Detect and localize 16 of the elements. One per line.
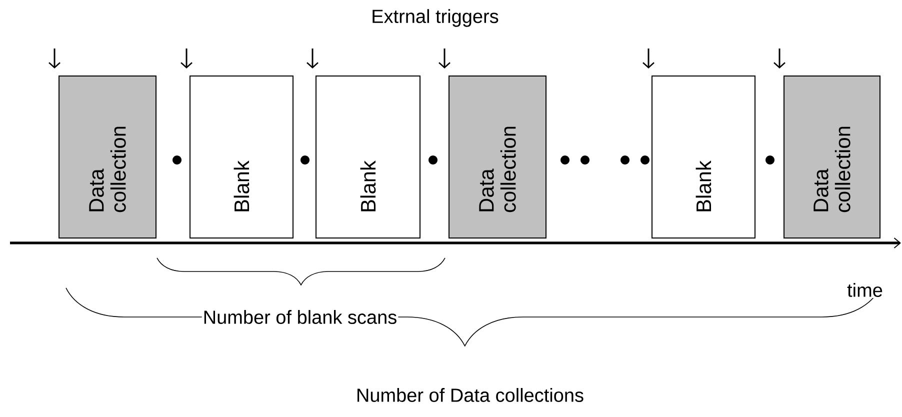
data-collection-box: Data collection: [448, 76, 546, 238]
trigger-arrow: [306, 48, 318, 68]
trigger-arrow: [642, 48, 654, 68]
trigger-arrow: [180, 48, 192, 68]
brace-label: Number of blank scans: [202, 309, 398, 325]
trigger-arrow: [438, 48, 450, 68]
trigger-arrow: [774, 48, 786, 68]
data-collection-box: Data collection: [784, 76, 880, 238]
trigger-arrow: [48, 48, 60, 68]
blank-box: Blank: [190, 76, 294, 238]
blank-box: Blank: [316, 76, 420, 238]
brace-label: Number of Data collections: [354, 387, 586, 403]
blank-box: Blank: [652, 76, 756, 238]
data-collection-box: Data collection: [58, 76, 156, 238]
title-label: Extrnal triggers: [370, 8, 500, 28]
axis-label: time: [846, 282, 884, 298]
